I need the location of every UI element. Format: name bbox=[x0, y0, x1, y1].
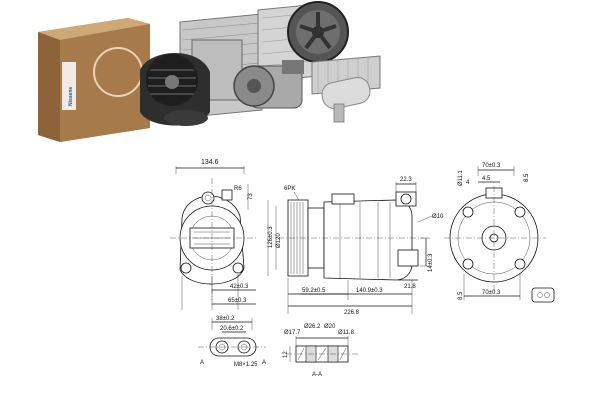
dim-front-height: 73 bbox=[248, 193, 254, 200]
dim-fitting-thread: M8×1.25 bbox=[234, 362, 258, 368]
front-view: 134.6 R6 73 42±0.3 65±0.3 bbox=[170, 159, 256, 310]
cooling-fan-image bbox=[287, 1, 349, 63]
dim-front-width: 134.6 bbox=[201, 159, 219, 166]
dim-section-d4: Ø11.8 bbox=[338, 330, 355, 336]
side-view: 6PK 126±0.3 Ø120 22.3 Ø10 14±0 bbox=[267, 177, 444, 316]
section-caption: A-A bbox=[312, 372, 322, 378]
product-photo: Nissens bbox=[38, 1, 381, 142]
dim-front-mount2: 65±0.3 bbox=[228, 298, 247, 304]
dim-rear-port-dia: Ø11.1 bbox=[458, 169, 464, 186]
dim-pulley-dia2: 126±0.3 bbox=[268, 226, 274, 248]
technical-drawing: 134.6 R6 73 42±0.3 65±0.3 6PK bbox=[170, 159, 555, 378]
dim-port-width: 21.8 bbox=[404, 284, 416, 290]
dim-fitting-w1: 38±0.2 bbox=[216, 316, 235, 322]
dim-section-d1: Ø17.7 bbox=[284, 330, 301, 336]
dim-rear-bottom-width: 70±0.3 bbox=[482, 290, 501, 296]
dim-front-mount1: 42±0.3 bbox=[230, 284, 249, 290]
section-mark-left: A bbox=[200, 360, 204, 366]
dim-rear-edge: 4 bbox=[466, 180, 470, 186]
dim-rear-bottom-height: 8.5 bbox=[458, 291, 464, 300]
section-mark-right: A bbox=[262, 360, 266, 366]
rear-view: 70±0.3 4.5 4 8.5 Ø11.1 70±0.3 8.5 bbox=[444, 163, 555, 303]
dim-fitting-width: 22.3 bbox=[400, 177, 412, 183]
dim-hole-dia: Ø10 bbox=[432, 214, 444, 220]
connector-detail bbox=[531, 287, 555, 303]
box-brand-label: Nissens bbox=[68, 87, 74, 106]
dim-pulley-dia1: Ø120 bbox=[276, 233, 282, 248]
dim-total-length: 226.8 bbox=[344, 310, 360, 316]
blower-motor-image bbox=[140, 53, 210, 126]
fitting-top-view: 38±0.2 20.6±0.2 M8×1.25 A A bbox=[198, 316, 266, 368]
dim-section-d3: Ø20 bbox=[324, 324, 336, 330]
dim-belt-type: 6PK bbox=[284, 186, 295, 192]
dim-section-d2: Ø26.2 bbox=[304, 324, 321, 330]
dim-rear-top-height: 8.5 bbox=[524, 173, 530, 182]
dim-fitting-w2: 20.6±0.2 bbox=[220, 326, 244, 332]
dim-length2: 140.9±0.3 bbox=[356, 288, 383, 294]
cardboard-box: Nissens bbox=[38, 18, 150, 142]
dim-section-height: 12 bbox=[283, 351, 289, 358]
compressor-image bbox=[233, 60, 304, 109]
dim-rear-top-small: 4.5 bbox=[482, 176, 491, 182]
fitting-section-view: Ø17.7 Ø26.2 Ø20 Ø11.8 12 A-A bbox=[283, 324, 358, 378]
dim-port-offset: 14±0.3 bbox=[428, 253, 434, 272]
dim-length1: 59.2±0.5 bbox=[302, 288, 326, 294]
dim-rear-top-width: 70±0.3 bbox=[482, 163, 501, 169]
dim-front-radius: R6 bbox=[234, 186, 242, 192]
receiver-dryer-image bbox=[321, 77, 371, 123]
